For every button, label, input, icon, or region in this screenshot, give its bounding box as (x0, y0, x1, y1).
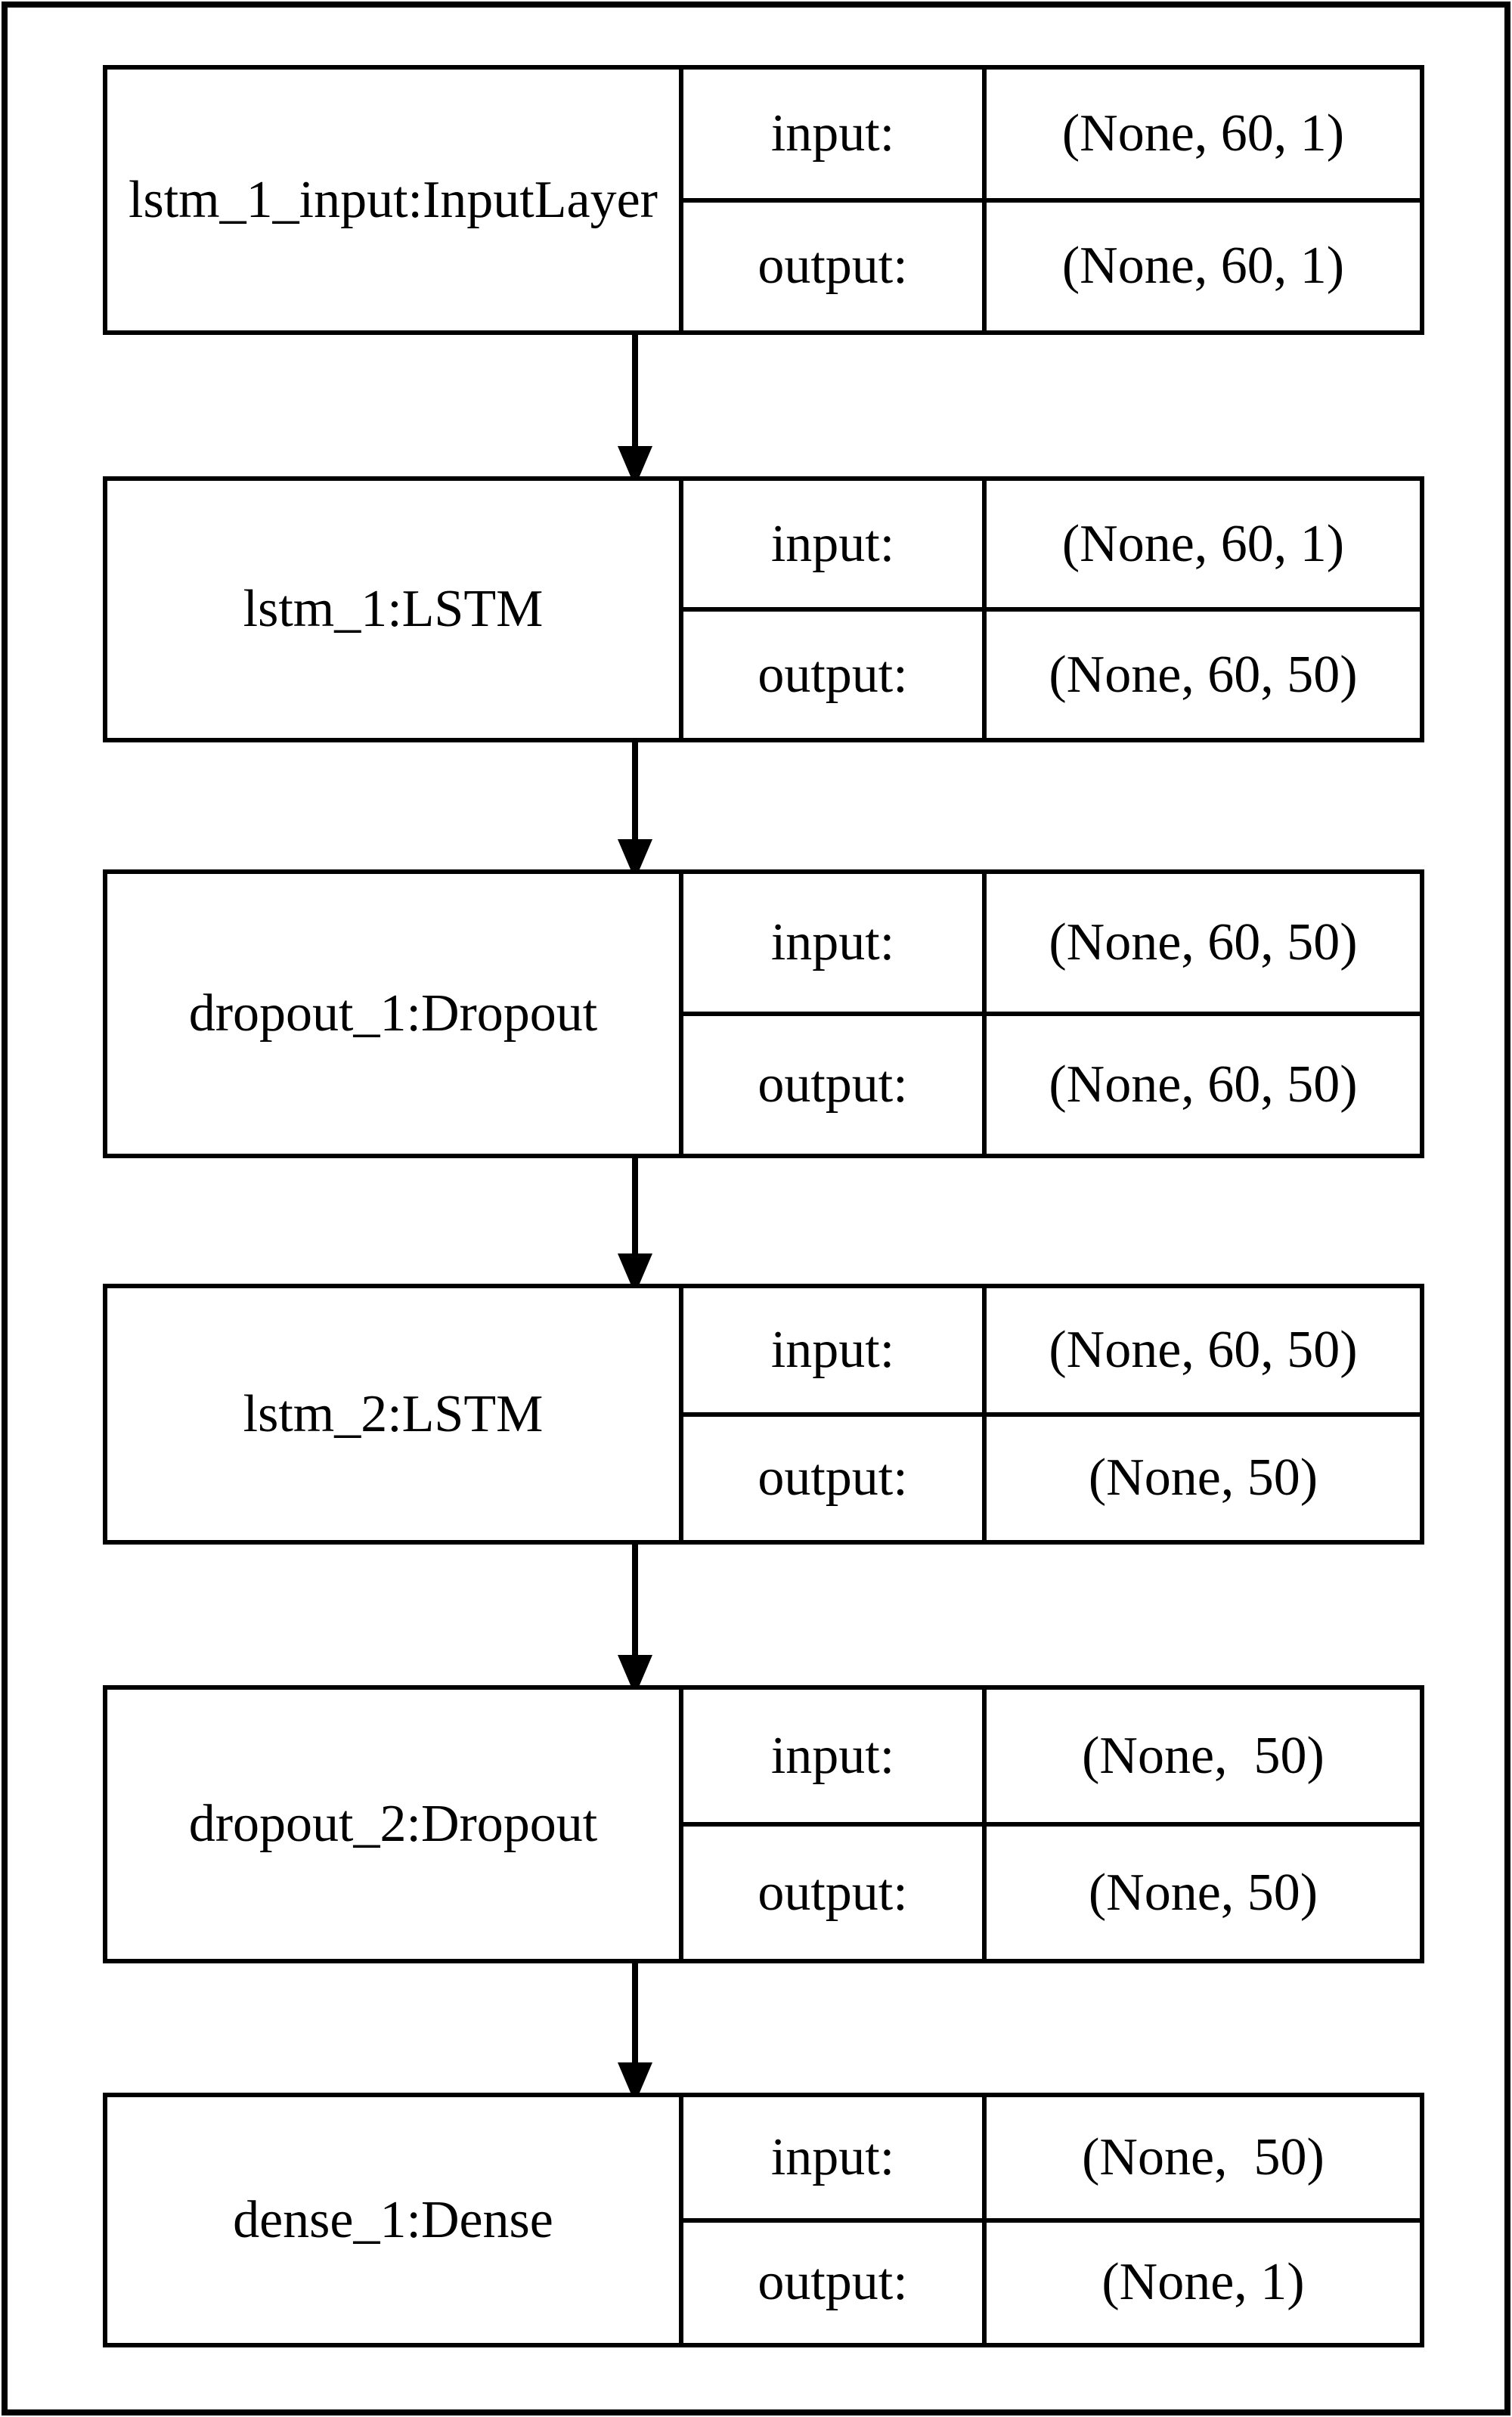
input-label: input: (683, 874, 987, 1012)
io-table: input: (None, 60, 1) output: (None, 60, … (683, 70, 1420, 330)
io-table: input: (None, 60, 1) output: (None, 60, … (683, 481, 1420, 738)
layer-node-dense-1: dense_1:Dense input: (None, 50) output: … (103, 2093, 1424, 2347)
input-label: input: (683, 481, 987, 607)
layer-name: dropout_1:Dropout (107, 874, 683, 1154)
output-shape: (None, 50) (1088, 1449, 1318, 1508)
output-shape: (None, 60, 50) (1049, 645, 1358, 704)
arrow-connector-4 (617, 1545, 653, 1696)
output-label: output: (683, 1416, 987, 1540)
input-row: input: (None, 60, 1) (683, 70, 1420, 203)
layer-name: lstm_1:LSTM (107, 481, 683, 738)
output-shape: (None, 50) (1088, 1863, 1318, 1922)
arrow-connector-5 (617, 1963, 653, 2103)
arrow-shaft (632, 335, 638, 454)
output-row: output: (None, 1) (683, 2222, 1420, 2343)
output-label: output: (683, 2222, 987, 2343)
layer-node-lstm-2: lstm_2:LSTM input: (None, 60, 50) output… (103, 1284, 1424, 1545)
arrow-shaft (632, 742, 638, 847)
output-row: output: (None, 50) (683, 1827, 1420, 1959)
input-shape: (None, 60, 1) (1061, 514, 1345, 573)
layer-node-lstm-1-input: lstm_1_input:InputLayer input: (None, 60… (103, 65, 1424, 335)
input-shape: (None, 50) (1082, 2127, 1325, 2186)
input-shape: (None, 60, 1) (1061, 104, 1345, 163)
layer-name: lstm_1_input:InputLayer (107, 70, 683, 330)
layer-name: dense_1:Dense (107, 2097, 683, 2343)
input-row: input: (None, 50) (683, 2097, 1420, 2223)
input-shape: (None, 50) (1082, 1726, 1325, 1785)
io-table: input: (None, 50) output: (None, 1) (683, 2097, 1420, 2343)
arrow-shaft (632, 1963, 638, 2070)
arrow-connector-3 (617, 1158, 653, 1294)
layer-name: lstm_2:LSTM (107, 1288, 683, 1540)
output-label: output: (683, 202, 987, 330)
output-label: output: (683, 1016, 987, 1154)
input-label: input: (683, 70, 987, 198)
arrow-connector-2 (617, 742, 653, 880)
input-shape: (None, 60, 50) (1049, 913, 1358, 971)
input-label: input: (683, 2097, 987, 2218)
output-label: output: (683, 1827, 987, 1959)
io-table: input: (None, 60, 50) output: (None, 60,… (683, 874, 1420, 1154)
input-row: input: (None, 50) (683, 1690, 1420, 1827)
input-row: input: (None, 60, 1) (683, 481, 1420, 612)
input-shape: (None, 60, 50) (1049, 1320, 1358, 1379)
io-table: input: (None, 60, 50) output: (None, 50) (683, 1288, 1420, 1540)
arrow-connector-1 (617, 335, 653, 487)
output-row: output: (None, 60, 50) (683, 1016, 1420, 1154)
input-label: input: (683, 1690, 987, 1822)
input-label: input: (683, 1288, 987, 1412)
output-label: output: (683, 612, 987, 738)
arrow-shaft (632, 1158, 638, 1261)
output-shape: (None, 60, 50) (1049, 1055, 1358, 1114)
output-row: output: (None, 50) (683, 1416, 1420, 1540)
layer-node-lstm-1: lstm_1:LSTM input: (None, 60, 1) output:… (103, 476, 1424, 742)
output-shape: (None, 60, 1) (1061, 237, 1345, 296)
output-row: output: (None, 60, 1) (683, 202, 1420, 330)
input-row: input: (None, 60, 50) (683, 874, 1420, 1016)
layer-name: dropout_2:Dropout (107, 1690, 683, 1959)
layer-node-dropout-1: dropout_1:Dropout input: (None, 60, 50) … (103, 869, 1424, 1158)
io-table: input: (None, 50) output: (None, 50) (683, 1690, 1420, 1959)
input-row: input: (None, 60, 50) (683, 1288, 1420, 1417)
layer-node-dropout-2: dropout_2:Dropout input: (None, 50) outp… (103, 1685, 1424, 1963)
arrow-shaft (632, 1545, 638, 1662)
output-row: output: (None, 60, 50) (683, 612, 1420, 738)
output-shape: (None, 1) (1101, 2253, 1305, 2312)
